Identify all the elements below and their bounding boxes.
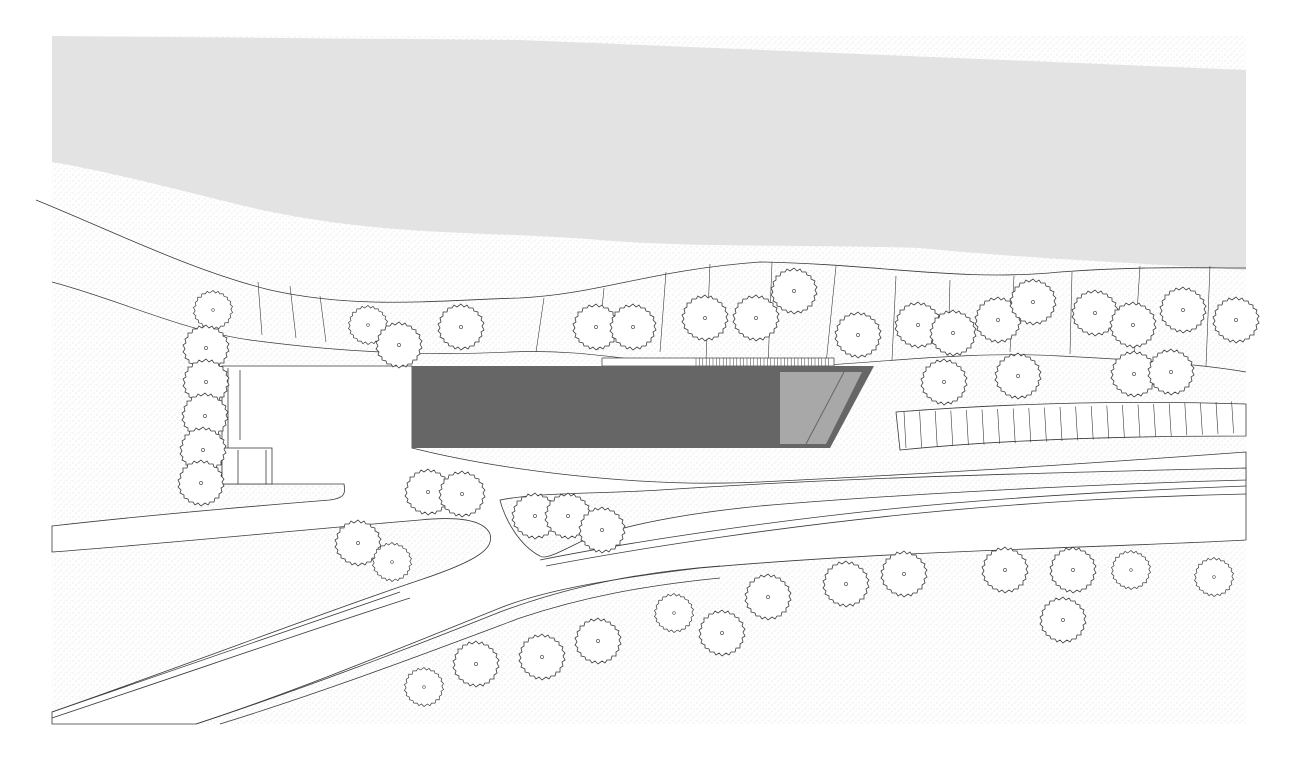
- parking-stall-line: [1012, 408, 1016, 444]
- parking-stall-line: [1184, 402, 1188, 436]
- north-deck: [601, 357, 835, 367]
- water-body: [52, 36, 1246, 270]
- shoreline: [35, 199, 1247, 303]
- building-glass-end: [780, 372, 862, 444]
- parking-stall-line: [1200, 402, 1203, 435]
- parking-stall-line: [1122, 404, 1125, 439]
- parking-stall-line: [1153, 403, 1156, 437]
- parking-stall-line: [997, 408, 1000, 444]
- road-lines: [51, 485, 1247, 725]
- parking-stall-line: [1137, 404, 1141, 438]
- parking-stall-line: [1231, 401, 1234, 434]
- parking-stall-line: [919, 411, 922, 448]
- parking-stall-line: [1059, 406, 1063, 442]
- parking-stall-line: [1044, 407, 1047, 442]
- courtyard-walls: [221, 368, 273, 485]
- planted-island: [499, 467, 1247, 558]
- parking-stall-line: [934, 410, 938, 447]
- building-roof: [412, 366, 874, 448]
- parking-stall-line: [1090, 405, 1094, 440]
- parking-stall-line: [1028, 407, 1032, 443]
- parking-stall-line: [966, 409, 969, 446]
- parking-stall-line: [903, 411, 907, 449]
- parking-stall-line: [981, 409, 985, 445]
- deck-railing: [695, 358, 829, 366]
- parking-stall-line: [1215, 401, 1219, 435]
- parking-stall-line: [950, 410, 954, 446]
- forecourt: [51, 365, 1247, 725]
- parking-stall-line: [1168, 403, 1172, 437]
- parking-stall-line: [1106, 405, 1110, 439]
- building-glass-mullion: [805, 371, 845, 445]
- parking-stalls: [903, 401, 1234, 449]
- parking-stall-line: [1075, 406, 1078, 441]
